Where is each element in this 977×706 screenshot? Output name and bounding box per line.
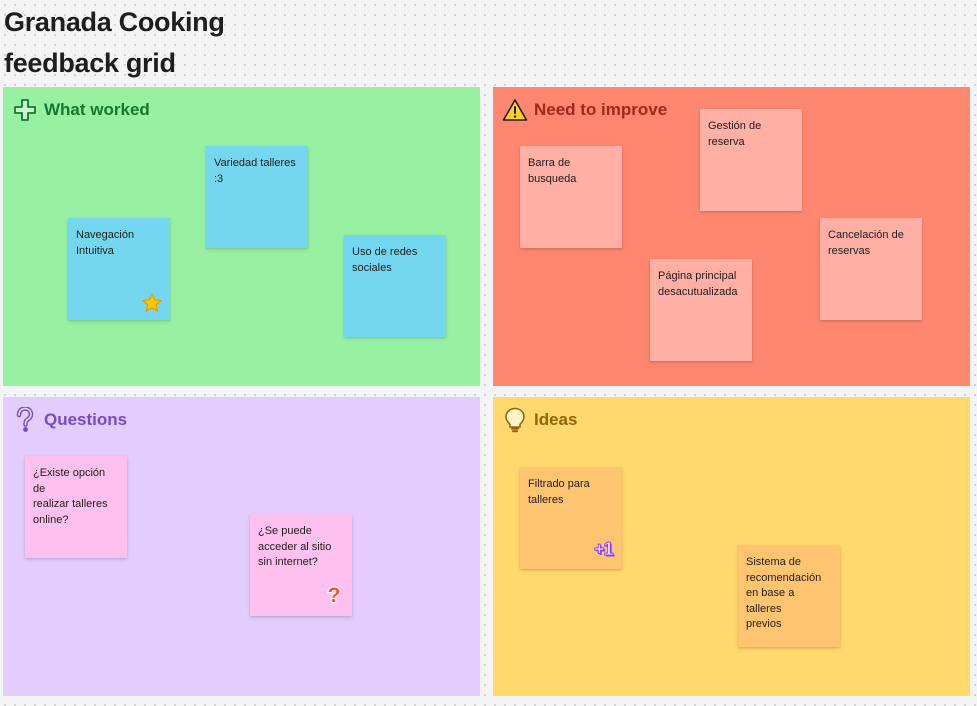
section-title: Need to improve [534, 100, 668, 119]
star-icon [141, 292, 163, 314]
sticky-note[interactable]: Uso de redes sociales [344, 235, 446, 337]
sticky-note[interactable]: Variedad talleres :3 [206, 146, 308, 248]
board-title-line-2: feedback grid [4, 48, 176, 78]
question-icon [12, 407, 38, 433]
section-title: What worked [44, 100, 150, 119]
plus-icon [12, 97, 38, 123]
sticky-note[interactable]: Página principal desacutualizada [650, 259, 752, 361]
board-title: Granada Cooking feedback grid [4, 2, 225, 84]
sticky-note[interactable]: Sistema de recomendación en base a talle… [738, 545, 840, 647]
section-header-what-worked: What worked [12, 97, 150, 123]
warning-icon [502, 97, 528, 123]
sticky-note[interactable]: ¿Existe opción de realizar talleres onli… [25, 456, 127, 558]
section-header-ideas: Ideas [502, 407, 577, 433]
sticky-note[interactable]: Gestión de reserva [700, 109, 802, 211]
sticky-note[interactable]: Filtrado para talleres [520, 467, 622, 569]
question-mark-icon: ? [323, 583, 345, 605]
section-header-questions: Questions [12, 407, 127, 433]
section-header-need-to-improve: Need to improve [502, 97, 667, 123]
sticky-note[interactable]: ¿Se puede acceder al sitio sin internet? [250, 514, 352, 616]
svg-text:?: ? [328, 584, 341, 605]
sticky-note[interactable]: Barra de busqueda [520, 146, 622, 248]
sticky-note[interactable]: Cancelación de reservas [820, 218, 922, 320]
plus-one-sticker: +1 [594, 538, 614, 559]
section-title: Questions [44, 410, 128, 429]
section-title: Ideas [534, 410, 578, 429]
lightbulb-icon [502, 407, 528, 433]
board-title-line-1: Granada Cooking [4, 7, 225, 37]
